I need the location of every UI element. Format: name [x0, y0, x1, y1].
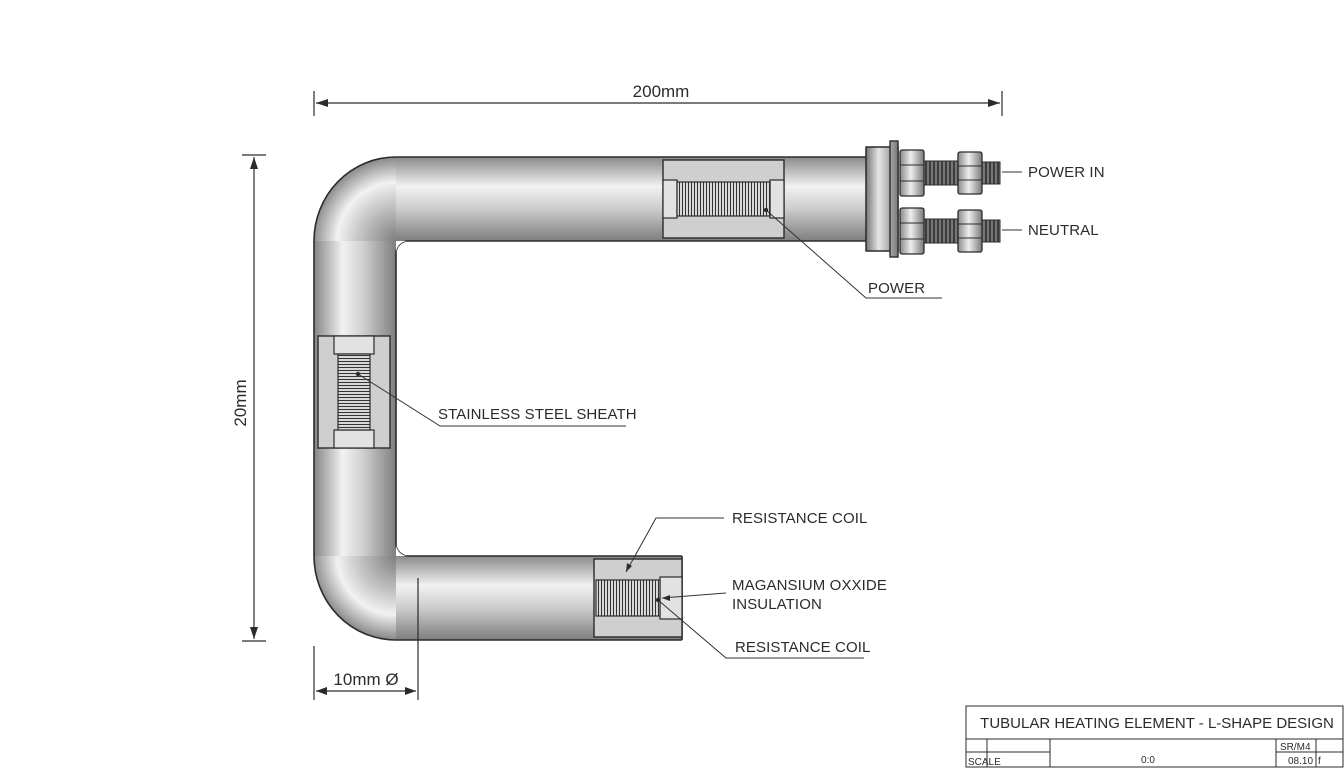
tube-bottom-bend: [314, 556, 396, 640]
cutaway-top: [662, 159, 785, 239]
label-resistance-coil-bottom: RESISTANCE COIL: [735, 639, 870, 656]
title-block-scale-value: 0:0: [1141, 755, 1155, 766]
title-block-code-top: SR/M4: [1280, 742, 1311, 753]
terminal-power-in: [899, 149, 1001, 197]
title-block-code-mark: f: [1318, 756, 1321, 767]
title-block-scale-label: SCALE: [968, 757, 1001, 768]
dimension-height-label: 20mm: [231, 379, 250, 426]
dimension-diameter: [313, 578, 419, 700]
coil-section-vertical: [337, 353, 371, 431]
label-insulation-line1: MAGANSIUM OXXIDE: [732, 577, 887, 594]
title-block: [965, 705, 1344, 768]
dimension-height: [242, 154, 266, 642]
tube-top-segment: [396, 157, 868, 241]
label-sheath: STAINLESS STEEL SHEATH: [438, 406, 637, 423]
label-insulation-line2: INSULATION: [732, 596, 822, 613]
label-power: POWER: [868, 280, 925, 297]
label-neutral: NEUTRAL: [1028, 222, 1099, 239]
label-resistance-coil-top: RESISTANCE COIL: [732, 510, 867, 527]
dimension-length-label: 200mm: [633, 82, 690, 101]
leader-dots: [355, 207, 769, 603]
terminal-neutral: [899, 207, 1001, 255]
coil-section-bottom: [595, 579, 661, 617]
title-block-title: TUBULAR HEATING ELEMENT - L-SHAPE DESIGN: [980, 715, 1334, 732]
leaders: [357, 171, 1022, 659]
cutaway-vertical: [317, 335, 391, 449]
dimension-length: [313, 91, 1003, 116]
label-power-in: POWER IN: [1028, 164, 1105, 181]
title-block-code-bottom: 08.10: [1288, 756, 1313, 767]
tube-top-bend: [314, 157, 396, 241]
dimension-diameter-label: 10mm Ø: [333, 670, 398, 689]
terminal-head: [865, 140, 1001, 258]
coil-section-top: [676, 181, 771, 217]
